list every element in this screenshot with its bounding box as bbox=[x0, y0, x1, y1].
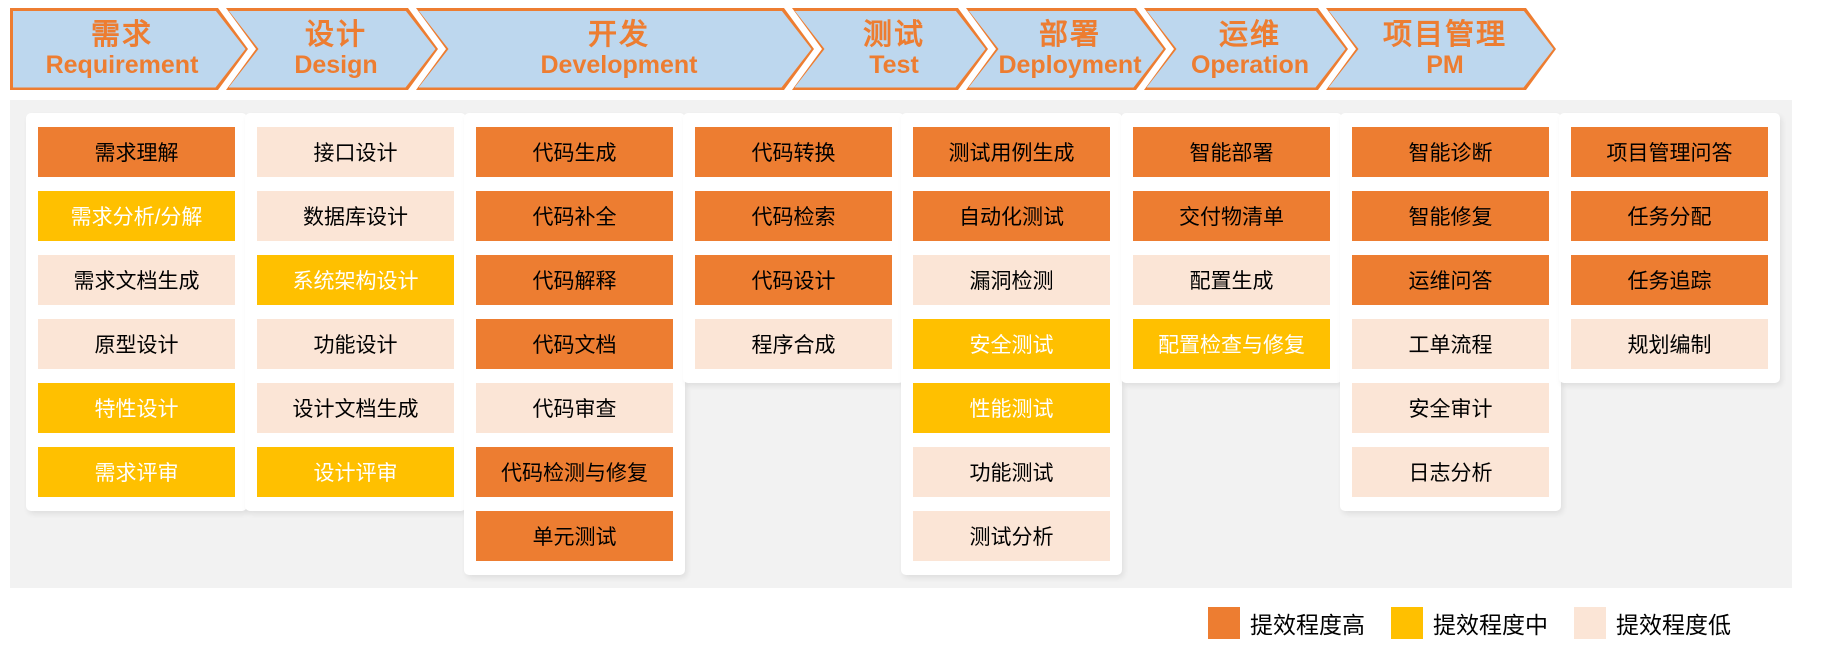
task-column-pm-7: 项目管理问答任务分配任务追踪规划编制 bbox=[1559, 113, 1780, 383]
task-box: 运维问答 bbox=[1352, 255, 1549, 305]
legend-item-medium: 提效程度中 bbox=[1391, 606, 1548, 640]
task-column-requirement-0: 需求理解需求分析/分解需求文档生成原型设计特性设计需求评审 bbox=[26, 113, 247, 511]
task-box: 需求理解 bbox=[38, 127, 235, 177]
task-box: 测试用例生成 bbox=[913, 127, 1110, 177]
task-box: 配置生成 bbox=[1133, 255, 1330, 305]
task-box: 代码检索 bbox=[695, 191, 892, 241]
task-box: 项目管理问答 bbox=[1571, 127, 1768, 177]
task-box: 智能修复 bbox=[1352, 191, 1549, 241]
legend-label: 提效程度低 bbox=[1616, 612, 1731, 638]
task-box: 设计文档生成 bbox=[257, 383, 454, 433]
task-box: 系统架构设计 bbox=[257, 255, 454, 305]
task-box: 需求分析/分解 bbox=[38, 191, 235, 241]
task-box: 工单流程 bbox=[1352, 319, 1549, 369]
task-column-test-4: 测试用例生成自动化测试漏洞检测安全测试性能测试功能测试测试分析 bbox=[901, 113, 1122, 575]
phase-title-zh: 测试 bbox=[862, 18, 925, 51]
task-box: 日志分析 bbox=[1352, 447, 1549, 497]
phase-title-en: Development bbox=[540, 51, 698, 80]
task-box: 智能诊断 bbox=[1352, 127, 1549, 177]
task-box: 单元测试 bbox=[476, 511, 673, 561]
task-column-design-1: 接口设计数据库设计系统架构设计功能设计设计文档生成设计评审 bbox=[245, 113, 466, 511]
task-box: 代码文档 bbox=[476, 319, 673, 369]
phase-title-en: Deployment bbox=[998, 51, 1142, 80]
task-box: 自动化测试 bbox=[913, 191, 1110, 241]
phase-title-zh: 需求 bbox=[90, 18, 153, 51]
phase-title-zh: 设计 bbox=[304, 18, 367, 51]
task-box: 安全审计 bbox=[1352, 383, 1549, 433]
legend-label: 提效程度中 bbox=[1433, 612, 1548, 638]
task-box: 代码解释 bbox=[476, 255, 673, 305]
legend-label: 提效程度高 bbox=[1250, 612, 1365, 638]
legend-swatch-high bbox=[1208, 607, 1240, 639]
task-box: 代码生成 bbox=[476, 127, 673, 177]
task-box: 智能部署 bbox=[1133, 127, 1330, 177]
phase-title-en: Operation bbox=[1190, 51, 1310, 80]
legend-swatch-medium bbox=[1391, 607, 1423, 639]
task-box: 接口设计 bbox=[257, 127, 454, 177]
task-box: 代码补全 bbox=[476, 191, 673, 241]
task-box: 任务分配 bbox=[1571, 191, 1768, 241]
phase-title-zh: 运维 bbox=[1218, 18, 1281, 51]
task-box: 功能设计 bbox=[257, 319, 454, 369]
task-box: 规划编制 bbox=[1571, 319, 1768, 369]
task-box: 配置检查与修复 bbox=[1133, 319, 1330, 369]
phase-title-en: Test bbox=[869, 51, 919, 80]
task-box: 代码检测与修复 bbox=[476, 447, 673, 497]
phase-title-zh: 开发 bbox=[587, 18, 650, 51]
task-box: 数据库设计 bbox=[257, 191, 454, 241]
task-box: 代码设计 bbox=[695, 255, 892, 305]
task-column-operation-6: 智能诊断智能修复运维问答工单流程安全审计日志分析 bbox=[1340, 113, 1561, 511]
legend-item-low: 提效程度低 bbox=[1574, 606, 1731, 640]
task-box: 需求评审 bbox=[38, 447, 235, 497]
task-box: 代码审查 bbox=[476, 383, 673, 433]
phase-title-en: PM bbox=[1426, 51, 1464, 80]
task-column-development-3: 代码转换代码检索代码设计程序合成 bbox=[683, 113, 904, 383]
task-box: 需求文档生成 bbox=[38, 255, 235, 305]
task-column-development-2: 代码生成代码补全代码解释代码文档代码审查代码检测与修复单元测试 bbox=[464, 113, 685, 575]
task-box: 代码转换 bbox=[695, 127, 892, 177]
task-box: 设计评审 bbox=[257, 447, 454, 497]
task-box: 程序合成 bbox=[695, 319, 892, 369]
legend: 提效程度高 提效程度中 提效程度低 bbox=[1208, 606, 1731, 640]
task-box: 功能测试 bbox=[913, 447, 1110, 497]
task-box: 特性设计 bbox=[38, 383, 235, 433]
legend-swatch-low bbox=[1574, 607, 1606, 639]
phase-title-zh: 部署 bbox=[1038, 18, 1101, 51]
task-box: 交付物清单 bbox=[1133, 191, 1330, 241]
task-box: 性能测试 bbox=[913, 383, 1110, 433]
task-box: 漏洞检测 bbox=[913, 255, 1110, 305]
phase-title-en: Requirement bbox=[45, 51, 199, 80]
task-box: 安全测试 bbox=[913, 319, 1110, 369]
task-column-deployment-5: 智能部署交付物清单配置生成配置检查与修复 bbox=[1121, 113, 1342, 383]
task-box: 原型设计 bbox=[38, 319, 235, 369]
phase-title-en: Design bbox=[294, 51, 378, 80]
task-box: 测试分析 bbox=[913, 511, 1110, 561]
task-box: 任务追踪 bbox=[1571, 255, 1768, 305]
legend-item-high: 提效程度高 bbox=[1208, 606, 1365, 640]
phase-title-zh: 项目管理 bbox=[1382, 18, 1507, 51]
